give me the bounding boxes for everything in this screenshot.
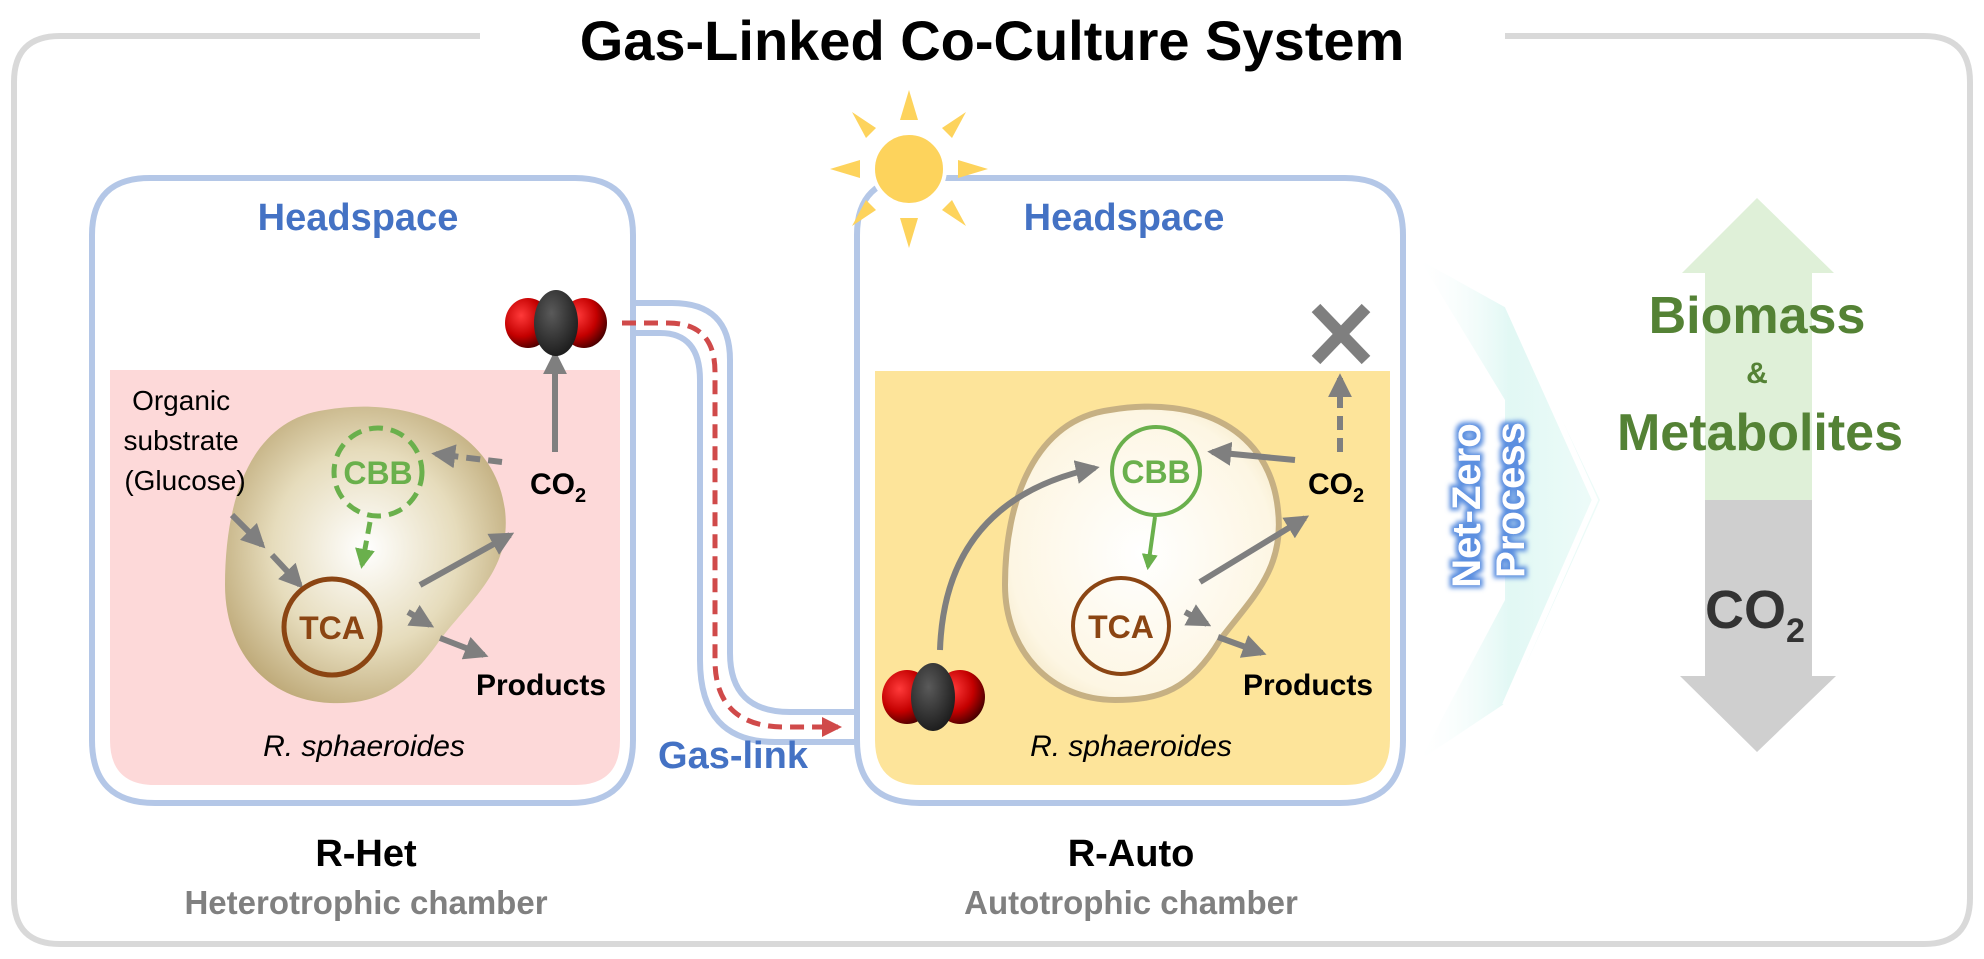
het-chamber: Headspace Organic substrate (Glucose) CB… (89, 175, 636, 806)
auto-tca-products-arrow-2 (1216, 634, 1267, 658)
auto-co2-molecule-icon (882, 663, 985, 731)
auto-tca-label: TCA (1088, 609, 1154, 645)
gas-link-flow-arrow (622, 320, 842, 737)
gas-link-tube (622, 300, 857, 745)
biomass-up-arrow (1682, 198, 1834, 500)
het-tca-products-arrow-1 (406, 604, 435, 628)
het-organism-label: R. sphaeroides (263, 730, 465, 763)
diagram-title: Gas-Linked Co-Culture System (580, 9, 1405, 72)
het-cbb-circle (331, 425, 425, 519)
substrate-arrow-2 (269, 552, 304, 589)
auto-tca-circle (1071, 576, 1171, 676)
x-mark-icon (1311, 303, 1371, 365)
het-cbb-to-tca-arrow (355, 521, 375, 569)
het-cbb-label: CBB (343, 455, 412, 491)
het-co2-label: CO2 (530, 468, 586, 507)
het-chamber-name: R-Het (315, 833, 417, 875)
het-tca-products-arrow-2 (438, 635, 489, 660)
co2-reduction-label: CO2 (1705, 580, 1805, 650)
het-products-label: Products (476, 669, 606, 702)
het-co2-molecule-icon (505, 290, 607, 356)
co2-uptake-arrow (937, 460, 1100, 651)
net-zero-arrow (1420, 260, 1600, 760)
het-headspace-label: Headspace (258, 197, 459, 239)
het-tca-label: TCA (299, 610, 365, 646)
auto-tca-to-co2-arrow (1198, 515, 1310, 585)
gas-link-label: Gas-link (658, 735, 809, 777)
biomass-label: Biomass (1649, 287, 1866, 345)
auto-cbb-label: CBB (1121, 454, 1190, 490)
auto-chamber-name: R-Auto (1068, 833, 1195, 875)
auto-headspace-label: Headspace (1024, 197, 1225, 239)
het-chamber-subtitle: Heterotrophic chamber (184, 884, 547, 921)
metabolites-label: Metabolites (1617, 404, 1903, 462)
auto-co2-label: CO2 (1308, 468, 1364, 507)
auto-cbb-to-tca-arrow (1141, 516, 1158, 571)
het-tca-circle (281, 576, 383, 678)
auto-organism-label: R. sphaeroides (1030, 730, 1232, 763)
auto-products-label: Products (1243, 669, 1373, 702)
auto-cbb-circle (1110, 425, 1202, 517)
auto-co2-to-cbb-arrow (1207, 441, 1296, 466)
co2-down-arrow (1680, 500, 1836, 752)
auto-chamber-subtitle: Autotrophic chamber (964, 884, 1298, 921)
het-co2-to-cbb-arrow (431, 444, 503, 469)
net-zero-label: Net-Zero Process (1445, 412, 1533, 588)
outer-frame (11, 33, 1973, 947)
het-tca-to-co2-arrow (418, 532, 515, 588)
auto-tca-products-arrow-1 (1183, 604, 1212, 627)
auto-chamber: Headspace CBB TCA CO2 Products R. sphaer… (854, 175, 1406, 806)
sun-icon (830, 90, 988, 248)
substrate-arrow-1 (229, 512, 266, 549)
ampersand-label: & (1746, 357, 1768, 390)
substrate-label: Organic substrate (Glucose) (124, 385, 247, 496)
